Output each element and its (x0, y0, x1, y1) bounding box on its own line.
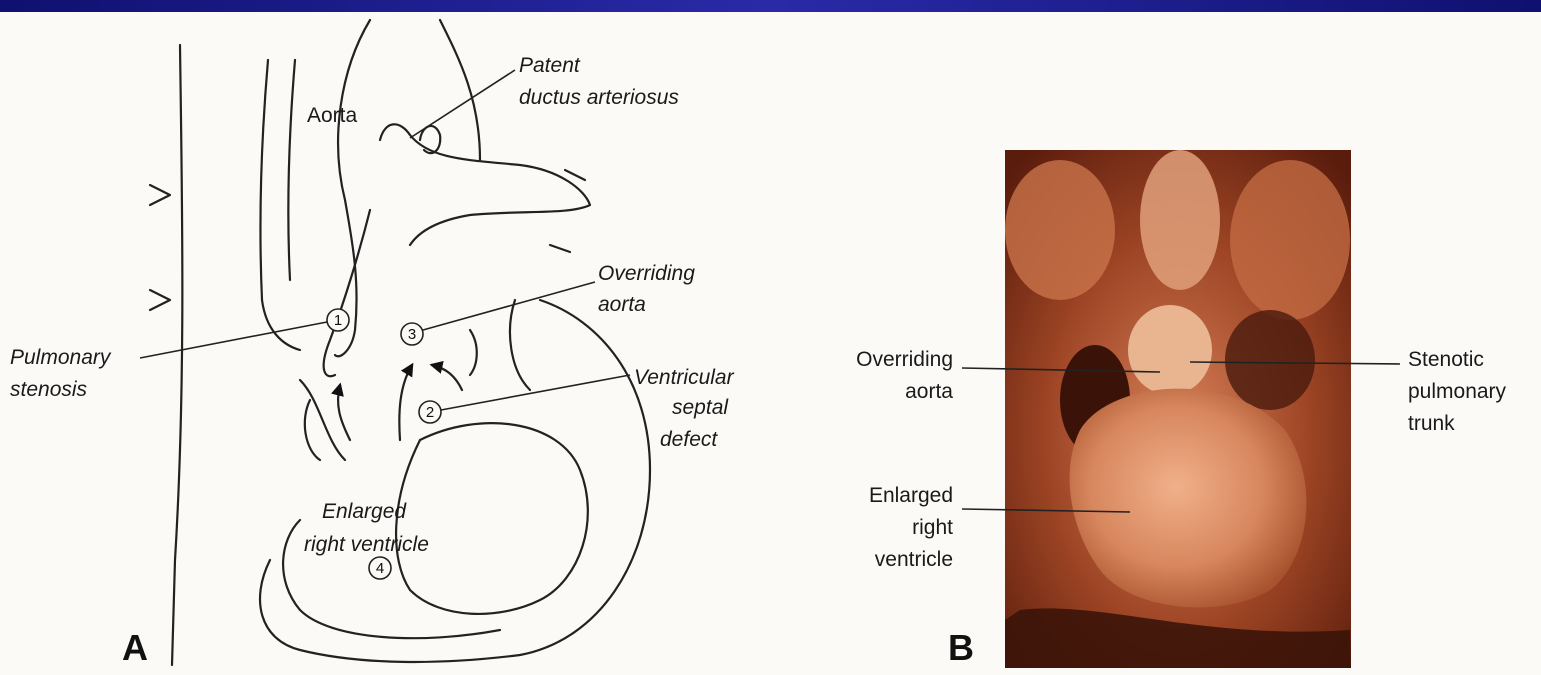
label-patent-line1: Patent (519, 54, 581, 77)
label-b-rv-line3: ventricle (875, 548, 953, 571)
chevron-mark (150, 290, 170, 310)
label-b-stenotic-line1: Stenotic (1408, 348, 1484, 371)
panel-b-letter: B (948, 627, 974, 668)
svg-text:3: 3 (408, 326, 416, 343)
leader-pulmonary-stenosis (140, 322, 327, 358)
panel-a-letter: A (122, 627, 148, 668)
label-vsd-line1: Ventricular (634, 366, 735, 389)
overriding-aorta-region (1128, 305, 1212, 395)
leader-patent-ductus (410, 70, 515, 138)
septum-left (510, 300, 530, 390)
dark-shadow (1225, 310, 1315, 410)
panel-a-diagram: 1 3 2 4 Aorta Patent ductus arteriosus O… (10, 20, 735, 668)
label-rv-line2: right ventricle (304, 533, 429, 556)
svc-wall (260, 60, 300, 350)
flow-arrow (338, 385, 350, 440)
label-b-overriding-line1: Overriding (856, 348, 953, 371)
marker-4: 4 (369, 557, 391, 579)
label-b-stenotic-line2: pulmonary (1408, 380, 1507, 403)
label-b-stenotic-line3: trunk (1408, 412, 1455, 435)
chevron-mark (150, 185, 170, 205)
label-overriding-line1: Overriding (598, 262, 695, 285)
marker-2: 2 (419, 401, 441, 423)
label-pulmonary-line2: stenosis (10, 378, 88, 401)
aortic-arch (380, 124, 590, 245)
leader-overriding-aorta (423, 282, 595, 330)
chevron-mark (550, 245, 570, 252)
marker-1: 1 (327, 309, 349, 331)
svg-text:1: 1 (334, 312, 342, 329)
great-vessels (1140, 150, 1220, 290)
label-b-rv-line2: right (912, 516, 953, 539)
label-pulmonary-line1: Pulmonary (10, 346, 112, 369)
label-vsd-line3: defect (660, 428, 718, 451)
panel-b-photo: Overriding aorta Stenotic pulmonary trun… (856, 150, 1506, 668)
label-b-rv-line1: Enlarged (869, 484, 953, 507)
tissue-blob (1230, 160, 1350, 320)
svg-text:2: 2 (426, 404, 434, 421)
septum-right (470, 330, 477, 375)
heart-specimen (1070, 389, 1307, 608)
heart-inner-chamber (396, 423, 588, 614)
tissue-blob (1005, 160, 1115, 300)
label-b-overriding-line2: aorta (905, 380, 953, 403)
svc-inner-wall (288, 60, 295, 280)
flow-arrow (432, 365, 462, 390)
marker-3: 3 (401, 323, 423, 345)
label-patent-line2: ductus arteriosus (519, 86, 679, 109)
svg-text:4: 4 (376, 560, 384, 577)
leader-vsd (441, 375, 630, 410)
left-vessel-wall (172, 45, 182, 665)
label-vsd-line2: septal (672, 396, 729, 419)
heart-outer-outline (260, 300, 650, 662)
label-overriding-line2: aorta (598, 293, 646, 316)
upper-vessel (440, 20, 480, 160)
label-aorta: Aorta (307, 104, 358, 127)
aorta-outline (335, 20, 370, 356)
flow-arrow (399, 365, 412, 440)
label-rv-line1: Enlarged (322, 500, 407, 523)
chevron-mark (565, 170, 585, 180)
